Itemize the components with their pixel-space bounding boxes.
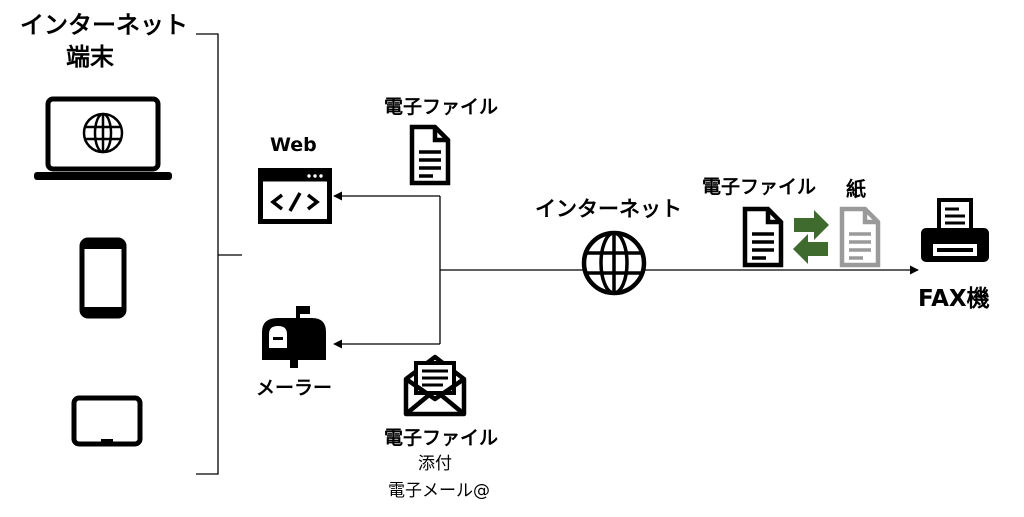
paper-label: 紙 bbox=[846, 177, 866, 201]
file-right-label: 電子ファイル bbox=[702, 176, 817, 198]
code-window-icon bbox=[258, 168, 332, 224]
fax-machine-icon bbox=[919, 198, 991, 266]
file-top-label: 電子ファイル bbox=[384, 96, 499, 118]
smartphone-icon bbox=[79, 237, 127, 319]
tablet-icon bbox=[71, 395, 143, 447]
terminal-title-line1: インターネット bbox=[20, 11, 188, 39]
mailbox-icon bbox=[260, 304, 328, 368]
globe-icon bbox=[580, 229, 648, 297]
fax-label: FAX機 bbox=[918, 286, 990, 312]
envelope-document-icon bbox=[403, 351, 467, 417]
email-address-label: 電子メール@ bbox=[388, 481, 490, 501]
convert-arrows-icon bbox=[790, 208, 832, 266]
internet-label: インターネット bbox=[535, 197, 682, 221]
mailer-label: メーラー bbox=[256, 377, 333, 399]
laptop-icon bbox=[32, 96, 174, 186]
file-mail-label: 電子ファイル bbox=[384, 427, 499, 449]
terminal-bracket bbox=[196, 33, 219, 475]
attachment-label: 添付 bbox=[418, 454, 452, 474]
paper-document-icon bbox=[839, 206, 881, 268]
web-label: Web bbox=[270, 134, 317, 156]
document-icon bbox=[409, 124, 451, 186]
terminal-title-line2: 端末 bbox=[66, 43, 114, 71]
electronic-document-icon bbox=[742, 206, 784, 268]
